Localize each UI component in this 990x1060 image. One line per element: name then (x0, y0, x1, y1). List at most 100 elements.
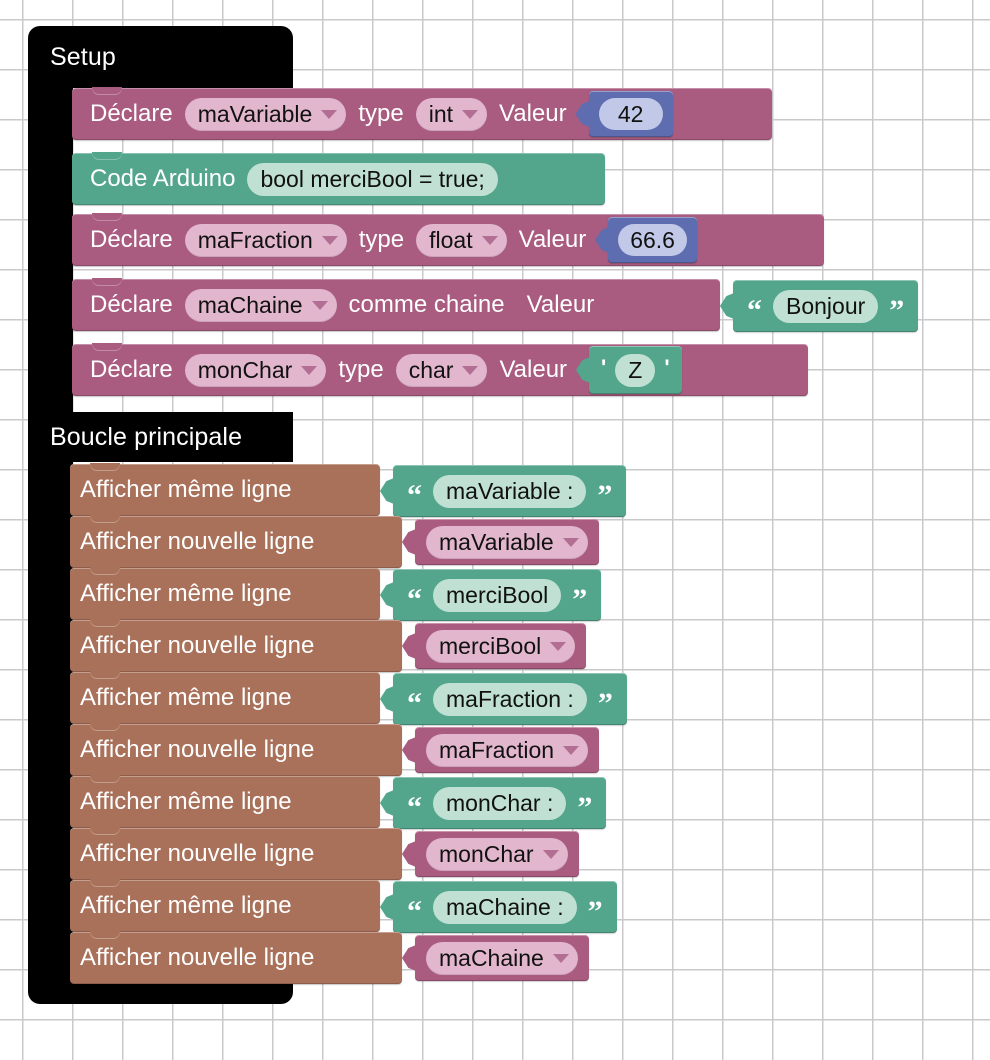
setup-container-spine (28, 80, 73, 420)
string-value-block[interactable]: “ maVariable : ” (393, 465, 627, 517)
variable-dropdown[interactable]: maVariable (426, 525, 588, 559)
type-label: type (338, 356, 384, 383)
variable-dropdown[interactable]: maChaine (426, 941, 578, 975)
number-value-block-42[interactable]: 42 (588, 91, 673, 137)
print-label: Afficher nouvelle ligne (80, 528, 315, 555)
type-label: type (358, 226, 405, 253)
setup-title: Setup (50, 43, 116, 71)
variable-dropdown-value: maFraction (439, 736, 555, 763)
string-field[interactable]: monChar : (433, 786, 567, 820)
declare-block-maFraction[interactable]: Déclare maFraction type float Valeur 66.… (72, 213, 824, 266)
print-label: Afficher nouvelle ligne (80, 944, 315, 971)
value-label: Valeur (526, 291, 595, 318)
char-value-block-Z[interactable]: ' Z ' (589, 346, 682, 394)
declare-label: Déclare (90, 100, 173, 127)
variable-value-block[interactable]: merciBool (415, 623, 587, 669)
type-dropdown-char[interactable]: char (395, 353, 488, 387)
declare-block-maChaine[interactable]: Déclare maChaine comme chaine Valeur (72, 278, 720, 331)
string-field[interactable]: maChaine : (433, 890, 577, 924)
variable-dropdown-maChaine[interactable]: maChaine (184, 288, 337, 322)
type-dropdown-value: float (429, 226, 473, 253)
variable-dropdown-monChar[interactable]: monChar (184, 353, 327, 387)
chevron-down-icon (311, 300, 328, 310)
print-label: Afficher nouvelle ligne (80, 632, 315, 659)
loop-container-spine (28, 455, 73, 980)
value-label: Valeur (499, 100, 567, 127)
string-field[interactable]: maVariable : (433, 474, 587, 508)
print-same-line-block[interactable]: Afficher même ligne (70, 671, 380, 724)
print-same-line-block[interactable]: Afficher même ligne (70, 567, 380, 620)
print-new-line-block[interactable]: Afficher nouvelle ligne (70, 515, 402, 568)
declare-block-maVariable[interactable]: Déclare maVariable type int Valeur 42 (72, 87, 772, 140)
chevron-down-icon (562, 537, 579, 547)
print-same-line-block[interactable]: Afficher même ligne (70, 879, 380, 932)
number-field[interactable]: 66.6 (618, 224, 687, 256)
setup-hat-block[interactable]: Setup (28, 26, 293, 88)
declare-label: Déclare (90, 356, 173, 383)
variable-value-block[interactable]: maVariable (415, 519, 599, 565)
variable-dropdown-maVariable[interactable]: maVariable (184, 97, 347, 131)
chevron-down-icon (301, 365, 318, 375)
string-field[interactable]: maFraction : (433, 682, 587, 716)
print-label: Afficher nouvelle ligne (80, 840, 315, 867)
chevron-down-icon (462, 109, 479, 119)
chevron-down-icon (481, 235, 498, 245)
print-same-line-block[interactable]: Afficher même ligne (70, 775, 380, 828)
chevron-down-icon (542, 849, 559, 859)
print-new-line-block[interactable]: Afficher nouvelle ligne (70, 827, 402, 880)
variable-dropdown[interactable]: merciBool (426, 629, 576, 663)
open-apostrophe-icon: ' (601, 355, 607, 380)
print-same-line-block[interactable]: Afficher même ligne (70, 463, 380, 516)
type-dropdown-value: int (428, 100, 454, 127)
arduino-code-label: Code Arduino (90, 165, 236, 192)
variable-dropdown-value: maVariable (439, 528, 554, 555)
variable-dropdown[interactable]: maFraction (426, 733, 589, 767)
type-dropdown-int[interactable]: int (415, 97, 488, 131)
string-value-block[interactable]: “ merciBool ” (393, 569, 602, 621)
chevron-down-icon (563, 745, 580, 755)
variable-value-block[interactable]: maFraction (415, 727, 600, 773)
comme-chaine-label: comme chaine (348, 291, 505, 318)
string-value-block[interactable]: “ maChaine : ” (393, 881, 617, 933)
variable-dropdown-value: maChaine (439, 944, 544, 971)
chevron-down-icon (321, 109, 338, 119)
arduino-code-block[interactable]: Code Arduino bool merciBool = true; (72, 152, 605, 205)
value-label: Valeur (518, 226, 587, 253)
variable-value-block[interactable]: maChaine (415, 935, 589, 981)
variable-dropdown-maFraction[interactable]: maFraction (184, 223, 347, 257)
print-new-line-block[interactable]: Afficher nouvelle ligne (70, 619, 402, 672)
loop-hat-block[interactable]: Boucle principale (28, 412, 293, 462)
print-label: Afficher nouvelle ligne (80, 736, 315, 763)
chevron-down-icon (550, 641, 567, 651)
string-value-block-Bonjour[interactable]: “ Bonjour ” (733, 280, 919, 332)
type-dropdown-float[interactable]: float (416, 223, 507, 257)
string-value-block[interactable]: “ monChar : ” (393, 777, 607, 829)
number-value-block-66.6[interactable]: 66.6 (608, 217, 697, 263)
number-field[interactable]: 42 (598, 98, 663, 130)
type-label: type (358, 100, 404, 127)
declare-block-monChar[interactable]: Déclare monChar type char Valeur ' Z ' (72, 343, 808, 396)
print-new-line-block[interactable]: Afficher nouvelle ligne (70, 931, 402, 984)
print-label: Afficher même ligne (80, 788, 292, 815)
arduino-code-field[interactable]: bool merciBool = true; (247, 162, 498, 196)
string-value-block[interactable]: “ maFraction : ” (393, 673, 627, 725)
print-label: Afficher même ligne (80, 684, 292, 711)
print-label: Afficher même ligne (80, 476, 292, 503)
declare-label: Déclare (90, 291, 173, 318)
variable-value-block[interactable]: monChar (415, 831, 579, 877)
value-label: Valeur (499, 356, 568, 383)
char-field[interactable]: Z (615, 353, 656, 387)
variable-dropdown[interactable]: monChar (426, 837, 568, 871)
chevron-down-icon (321, 235, 338, 245)
variable-dropdown-value: maVariable (197, 100, 313, 127)
string-field[interactable]: Bonjour (773, 289, 879, 323)
loop-title: Boucle principale (50, 423, 243, 451)
type-dropdown-value: char (408, 356, 454, 383)
print-label: Afficher même ligne (80, 580, 292, 607)
string-field[interactable]: merciBool (433, 578, 562, 612)
variable-dropdown-value: monChar (197, 356, 293, 383)
variable-dropdown-value: maChaine (197, 291, 303, 318)
variable-dropdown-value: maFraction (197, 226, 313, 253)
print-new-line-block[interactable]: Afficher nouvelle ligne (70, 723, 402, 776)
chevron-down-icon (552, 953, 569, 963)
